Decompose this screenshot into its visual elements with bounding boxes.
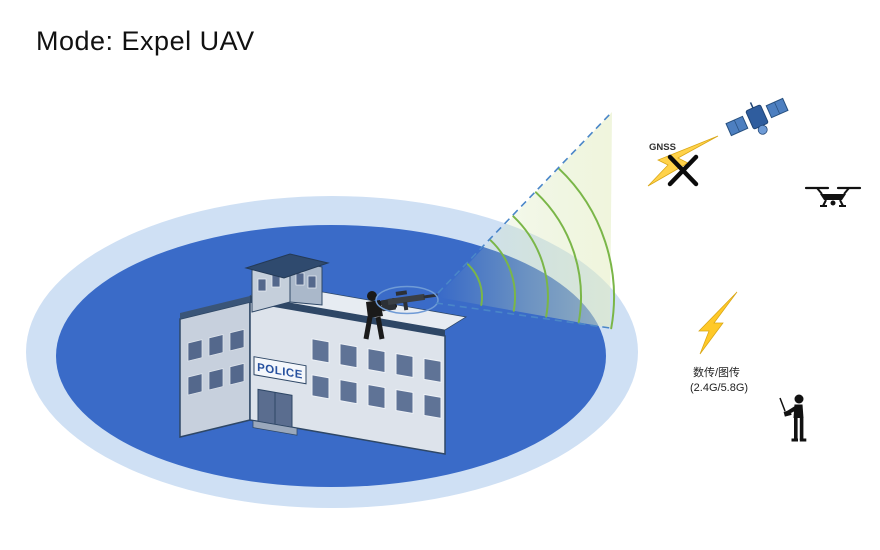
jamming-cone	[435, 111, 615, 330]
building-window	[367, 384, 386, 410]
gun-barrel	[423, 293, 438, 299]
end-face-windows	[187, 328, 245, 396]
drone-rotor-mast	[816, 187, 823, 195]
facade-windows	[311, 338, 442, 419]
building-window	[395, 352, 414, 379]
mode-title: Mode: Expel UAV	[36, 26, 255, 56]
operator-leg	[375, 316, 385, 340]
pilot-icon	[779, 394, 807, 442]
building-facade-details: POLICE	[252, 338, 442, 436]
building-window	[187, 373, 203, 396]
pilot-head	[794, 394, 804, 404]
satellite-panel-line	[733, 119, 740, 133]
satellite-icon	[725, 97, 789, 137]
entrance-step	[252, 420, 298, 436]
jamming-wave-arc	[512, 215, 549, 318]
building-window	[423, 393, 442, 419]
building-window	[339, 343, 358, 369]
building-window	[339, 379, 358, 405]
operator-leg	[363, 316, 373, 340]
satellite-dish	[757, 124, 768, 135]
satellite-antenna	[749, 102, 754, 109]
gun-grip	[403, 301, 409, 311]
building-window	[395, 388, 414, 415]
pilot-torso	[793, 404, 804, 418]
controller-antenna	[779, 397, 786, 412]
jamming-wave-arc	[489, 239, 517, 312]
building-window	[295, 272, 305, 286]
operator-head	[367, 291, 377, 301]
signal-blocked-x-icon	[667, 154, 699, 187]
building-window	[367, 348, 386, 374]
pilot-leg	[799, 418, 804, 440]
pilot-foot	[799, 438, 807, 442]
police-sign	[253, 356, 307, 385]
jamming-cone-fill	[437, 112, 612, 328]
building-window	[257, 278, 267, 292]
building-window	[423, 357, 442, 383]
gnss-label: GNSS	[649, 142, 676, 153]
building-window	[229, 328, 245, 352]
building-tower	[244, 253, 330, 313]
rf-link-label-line2: (2.4G/5.8G)	[690, 382, 748, 394]
jamming-wave-arc	[557, 167, 615, 330]
gun-body	[387, 293, 426, 305]
jamming-wave-arc	[534, 191, 582, 324]
building-window	[311, 374, 330, 400]
rf-link-label-line1: 数传/图传	[693, 366, 740, 379]
building-window	[208, 368, 224, 391]
drone-icon	[804, 186, 862, 207]
building-window	[187, 339, 203, 362]
building-window	[311, 338, 330, 364]
drone-camera	[830, 200, 836, 206]
satellite-panel-line	[774, 101, 781, 115]
remote-controller	[783, 410, 792, 417]
gun-highlight-circle	[375, 285, 439, 315]
pilot-leg	[794, 418, 798, 440]
building-window	[208, 334, 224, 357]
cone-lower-dashed-line	[435, 302, 611, 329]
cone-upper-dashed-line	[437, 111, 613, 294]
building-roof-trim-end	[180, 296, 250, 319]
police-building: POLICE	[179, 253, 468, 455]
building-window	[307, 275, 317, 289]
x-stroke	[667, 154, 699, 187]
jamming-wave-arc	[466, 263, 483, 306]
drone-body	[820, 194, 846, 200]
tower-roof	[244, 253, 330, 279]
pilot-foot	[791, 438, 798, 442]
gnss-jam-bolt-icon	[647, 135, 719, 187]
rf-link-bolt-icon	[698, 291, 738, 355]
building-window	[229, 362, 245, 386]
gun-scope	[395, 290, 408, 296]
jammer-gun-icon	[380, 290, 438, 312]
building-roof-trim-front	[250, 296, 445, 336]
drone-rotor-mast	[843, 187, 850, 195]
